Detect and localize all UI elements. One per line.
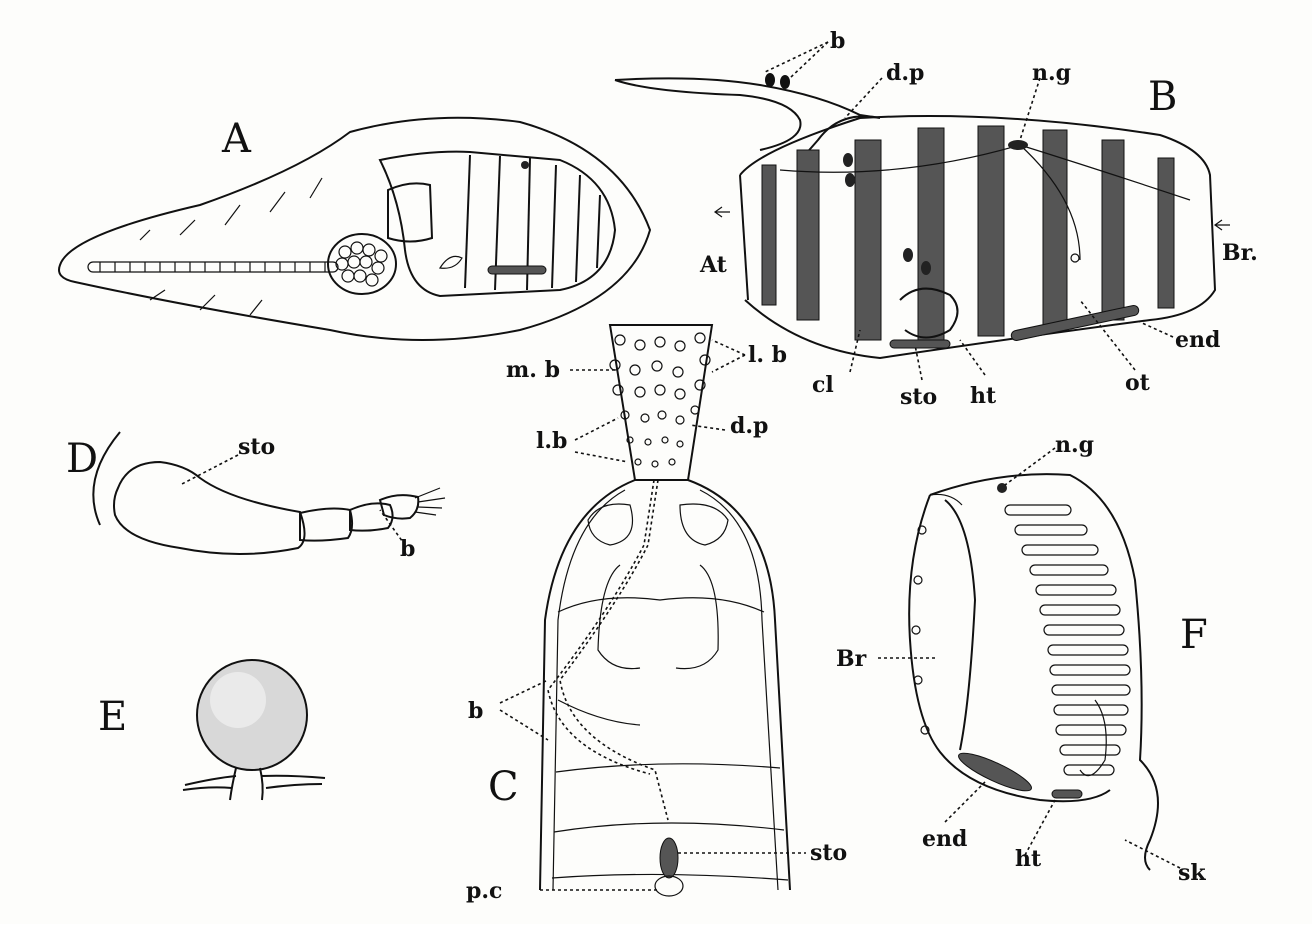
label-ot: ot [1125,370,1151,396]
label-b: b [830,28,845,54]
label-sto: sto [900,384,937,410]
label-sto: sto [810,840,847,866]
figure-b: b d.p n.g At Br. cl sto ht ot end B [614,28,1258,410]
figure-e: E [98,659,326,801]
label-lb-left: l.b [536,428,567,454]
label-pc: p.c [466,878,502,904]
label-lb-right: l. b [748,342,787,368]
label-dp: d.p [730,413,768,439]
label-b: b [400,536,415,562]
label-dp: d.p [886,60,924,86]
figure-e-letter: E [98,694,127,740]
label-mb: m. b [506,357,560,383]
figure-a-letter: A [221,116,252,162]
figure-c-letter: C [488,764,519,810]
figure-d-letter: D [66,436,98,482]
figure-f-letter: F [1180,612,1208,658]
label-cl: cl [812,372,834,398]
figure-b-letter: B [1148,74,1177,120]
figure-a: A [58,116,652,341]
label-br: Br [836,646,867,672]
label-br: Br. [1222,240,1258,266]
label-sto: sto [238,434,275,460]
label-ng: n.g [1055,432,1094,458]
label-end: end [1175,327,1220,353]
figure-c: m. b l. b l.b d.p b sto p.c C [466,324,847,904]
label-at: At [699,252,728,278]
label-ng: n.g [1032,60,1071,86]
label-sk: sk [1178,860,1206,886]
label-ht: ht [1015,846,1042,872]
label-b: b [468,698,483,724]
figure-d: sto b D [66,431,446,562]
label-ht: ht [970,383,997,409]
label-end: end [922,826,967,852]
figure-f: n.g Br end ht sk F [836,432,1208,886]
